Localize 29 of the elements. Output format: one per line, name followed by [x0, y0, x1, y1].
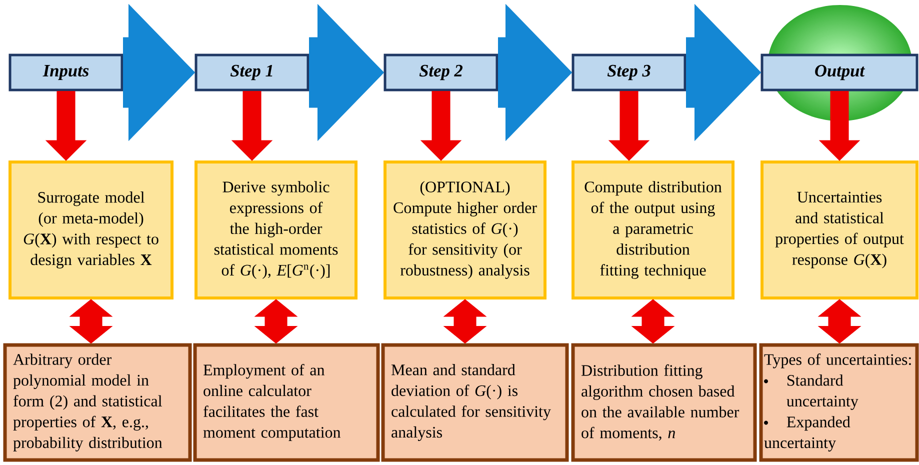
step-header: Inputs	[8, 54, 124, 92]
step-header: Output	[760, 54, 918, 92]
down-arrow	[420, 90, 462, 161]
process-box: Surrogate model (or meta-model) G(X) with respect to design variables X	[8, 160, 174, 300]
block-arrow	[309, 4, 384, 142]
block-arrow	[686, 4, 762, 142]
double-arrow	[254, 299, 298, 344]
down-arrow	[231, 90, 273, 161]
step-header: Step 2	[384, 54, 498, 92]
process-box: Derive symbolic expressions of the high-order statistical moments of G(·), E[G$^{n}$(·)]	[194, 160, 358, 300]
double-arrow	[818, 299, 862, 344]
down-arrow	[608, 90, 650, 161]
block-arrow	[498, 4, 572, 142]
detail-box: Employment of an online calculator facilitates the fast moment computation	[193, 343, 380, 462]
double-arrow	[443, 299, 487, 344]
step-header: Step 1	[194, 54, 310, 92]
step-header: Step 3	[572, 54, 686, 92]
down-arrow	[818, 90, 860, 161]
double-arrow	[631, 299, 675, 344]
detail-box: Mean and standard deviation of G(·) is calculated for sensitivity analysis	[381, 343, 569, 462]
block-arrow	[123, 4, 196, 142]
detail-box: Distribution fitting algorithm chosen based on the available number of moments, n	[571, 343, 757, 462]
process-box: Uncertainties and statistical properties of output response G(X)	[760, 160, 918, 300]
double-arrow	[69, 299, 113, 344]
process-box: Compute distribution of the output using a parametric distribution fitting technique	[572, 160, 734, 300]
process-box: (OPTIONAL) Compute higher order statistics of G(·) for sensitivity (or robustness) analysis	[384, 160, 546, 300]
down-arrow	[45, 90, 87, 161]
detail-box: Types of uncertainties: Standard uncertainty Expanded uncertainty	[759, 343, 919, 462]
detail-box: Arbitrary order polynomial model in form (2) and statistical properties of X, e.g., probability distribution	[3, 343, 192, 462]
